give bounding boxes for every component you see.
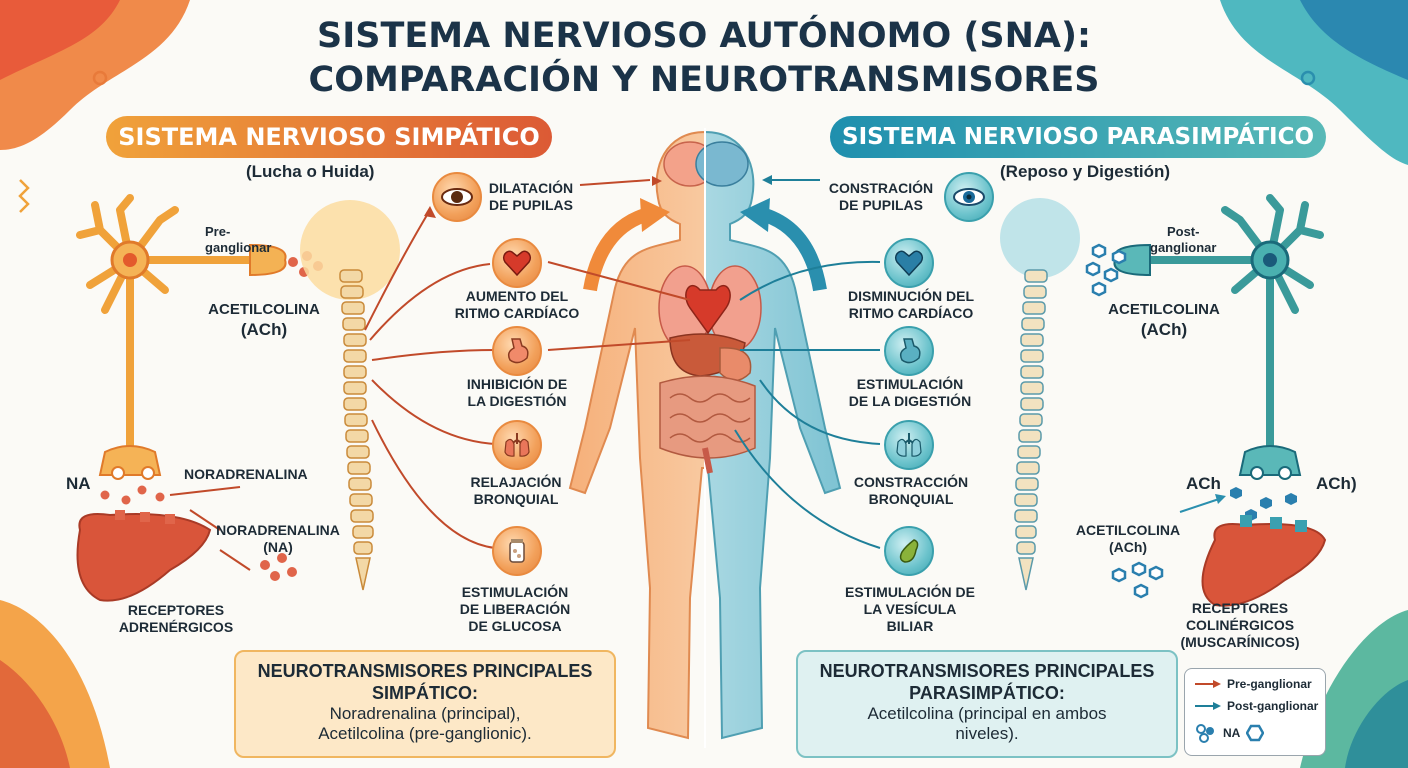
parasympathetic-box-text-2: niveles).: [955, 724, 1019, 743]
ach-right-label: ACh): [1316, 474, 1357, 493]
body-curved-arrows: [583, 198, 827, 292]
sympathetic-banner: SISTEMA NERVIOSO SIMPÁTICO: [106, 116, 552, 158]
parasympathetic-box-title-2: PARASIMPÁTICO:: [909, 683, 1065, 703]
legend-pre: Pre-ganglionar: [1195, 677, 1312, 691]
parasympathetic-subtitle: (Reposo y Digestión): [1000, 162, 1171, 181]
legend-post: Post-ganglionar: [1195, 699, 1318, 713]
parasympathetic-summary-box: NEUROTRANSMISORES PRINCIPALES PARASIMPÁT…: [796, 650, 1178, 758]
sympathetic-noradrenalina: NORADRENALINA: [184, 466, 308, 482]
eye-icon: [944, 172, 994, 222]
hexagon-icon: [1246, 724, 1265, 742]
sympathetic-box-title-2: SIMPÁTICO:: [372, 683, 478, 703]
arrow-right-icon: [1195, 702, 1221, 710]
parasympathetic-acetilcolina: ACETILCOLINA(ACh): [1075, 522, 1181, 555]
sympathetic-neuron-diagram: [76, 194, 400, 602]
sympathetic-box-text-2: Acetilcolina (pre-ganglionic).: [318, 724, 532, 743]
heart-icon: [492, 238, 542, 288]
sympathetic-noradrenalina-na: NORADRENALINA(NA): [216, 522, 340, 555]
parasympathetic-banner: SISTEMA NERVIOSO PARASIMPÁTICO: [830, 116, 1326, 158]
eye-icon: [432, 172, 482, 222]
title-line-1: SISTEMA NERVIOSO AUTÓNOMO (SNA):: [317, 16, 1091, 56]
lungs-icon: [884, 420, 934, 470]
parasympathetic-box-title-1: NEUROTRANSMISORES PRINCIPALES: [819, 661, 1155, 681]
sympathetic-ach-label: ACETILCOLINA(ACh): [208, 301, 320, 339]
sympathetic-na-short: NA: [66, 474, 91, 493]
title-line-2: COMPARACIÓN Y NEUROTRANSMISORES: [308, 60, 1100, 100]
molecule-dots-icon: [1196, 724, 1214, 743]
stomach-icon: [492, 326, 542, 376]
ach-left-label: ACh: [1186, 474, 1221, 493]
lungs-icon: [492, 420, 542, 470]
legend-na: NA: [1195, 723, 1265, 743]
heart-icon: [884, 238, 934, 288]
arrow-right-icon: [1195, 680, 1221, 688]
sympathetic-summary-box: NEUROTRANSMISORES PRINCIPALES SIMPÁTICO:…: [234, 650, 616, 758]
gallbladder-icon: [884, 526, 934, 576]
parasympathetic-neuron-label: Post-ganglionar: [1150, 224, 1217, 255]
legend: Pre-ganglionar Post-ganglionar NA: [1184, 668, 1326, 756]
parasympathetic-neuron-diagram: [1000, 194, 1327, 607]
parasympathetic-ach-label: ACETILCOLINA(ACh): [1108, 301, 1220, 339]
page-title: SISTEMA NERVIOSO AUTÓNOMO (SNA): COMPARA…: [0, 14, 1408, 102]
human-body-figure: [568, 128, 842, 748]
stomach-icon: [884, 326, 934, 376]
sympathetic-box-text-1: Noradrenalina (principal),: [329, 704, 521, 723]
sympathetic-box-title-1: NEUROTRANSMISORES PRINCIPALES: [257, 661, 593, 681]
sympathetic-subtitle: (Lucha o Huida): [246, 162, 375, 181]
sympathetic-neuron-label: Pre- ganglionar: [205, 224, 272, 255]
glucose-jar-icon: [492, 526, 542, 576]
parasympathetic-box-text-1: Acetilcolina (principal en ambos: [867, 704, 1107, 723]
